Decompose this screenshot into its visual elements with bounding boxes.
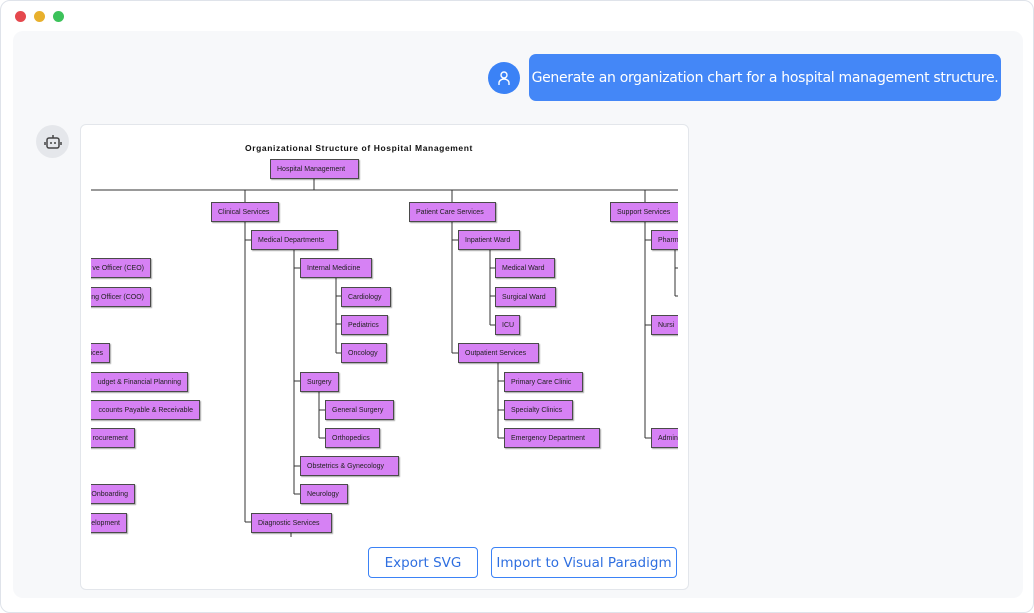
user-icon [498,71,510,85]
org-node[interactable]: elopment [91,513,127,533]
org-node[interactable]: rocurement [91,428,135,448]
org-node[interactable]: vices [91,343,110,363]
org-node[interactable]: ng Officer (COO) [91,287,151,307]
org-chart: Organizational Structure of Hospital Man… [91,131,678,537]
org-node[interactable]: Obstetrics & Gynecology [300,456,399,476]
robot-icon [43,134,62,149]
org-node[interactable]: Emergency Department [504,428,600,448]
org-node[interactable]: Surgery [300,372,339,392]
org-node[interactable]: Nursi [651,315,678,335]
org-node[interactable]: Onboarding [91,484,135,504]
org-node[interactable]: Patient Care Services [409,202,496,222]
org-node[interactable]: Medical Ward [495,258,555,278]
org-node[interactable]: ccounts Payable & Receivable [91,400,200,420]
org-node[interactable]: Support Services [610,202,678,222]
org-node[interactable]: ve Officer (CEO) [91,258,151,278]
org-node[interactable]: Clinical Services [211,202,279,222]
org-node[interactable]: Orthopedics [325,428,380,448]
org-node[interactable]: Hospital Management [270,159,359,179]
org-node[interactable]: General Surgery [325,400,394,420]
close-window-button[interactable] [15,11,26,22]
maximize-window-button[interactable] [53,11,64,22]
org-node[interactable]: Admin [651,428,678,448]
org-node[interactable]: udget & Financial Planning [91,372,188,392]
org-node[interactable]: Internal Medicine [300,258,372,278]
org-node[interactable]: Inpatient Ward [458,230,520,250]
org-node[interactable]: Neurology [300,484,348,504]
org-node[interactable]: Surgical Ward [495,287,556,307]
import-visual-paradigm-button[interactable]: Import to Visual Paradigm [491,547,677,578]
org-node[interactable]: Outpatient Services [458,343,539,363]
org-node[interactable]: Pediatrics [341,315,388,335]
org-node[interactable]: Cardiology [341,287,391,307]
org-node[interactable]: Specialty Clinics [504,400,573,420]
minimize-window-button[interactable] [34,11,45,22]
org-node[interactable]: Pharm [651,230,678,250]
user-message: Generate an organization chart for a hos… [529,54,1001,101]
org-node[interactable]: Oncology [341,343,387,363]
assistant-avatar [36,125,69,158]
org-node[interactable]: Diagnostic Services [251,513,332,533]
org-node[interactable]: Medical Departments [251,230,338,250]
org-node[interactable]: ICU [495,315,520,335]
org-node[interactable]: Primary Care Clinic [504,372,583,392]
chart-title: Organizational Structure of Hospital Man… [245,143,473,153]
user-avatar [488,62,520,94]
export-svg-button[interactable]: Export SVG [368,547,478,578]
connector-lines [91,179,678,537]
